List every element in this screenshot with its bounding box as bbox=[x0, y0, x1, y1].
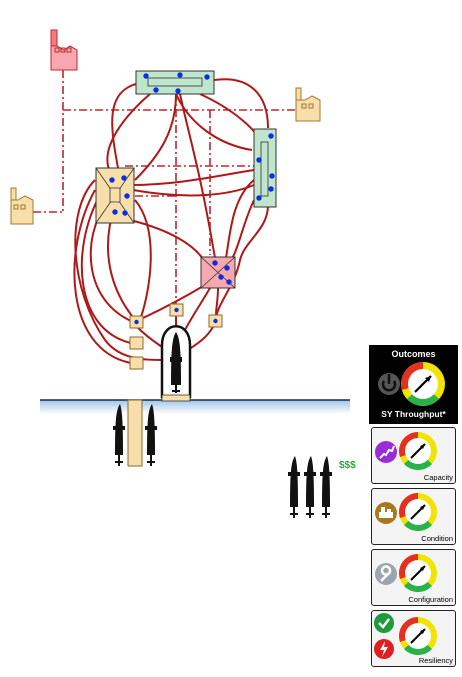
shop-tan bbox=[95, 167, 135, 224]
condition-icon bbox=[375, 502, 397, 524]
outcomes-title: Outcomes bbox=[391, 349, 436, 359]
cost-label: $$$ bbox=[339, 460, 356, 471]
submarine-pier-left bbox=[113, 404, 125, 466]
condition-card[interactable]: Condition bbox=[371, 488, 456, 545]
configuration-label: Configuration bbox=[408, 595, 453, 604]
resiliency-gauge-group bbox=[374, 613, 437, 659]
pier bbox=[127, 399, 143, 467]
outcomes-header: Outcomes SY Throughput* bbox=[369, 345, 458, 424]
shop-pink bbox=[200, 256, 236, 289]
power-icon bbox=[378, 373, 400, 395]
throughput-gauge bbox=[401, 362, 445, 406]
condition-gauge-group bbox=[375, 493, 437, 532]
submarine-queue bbox=[288, 456, 332, 518]
condition-gauge bbox=[399, 493, 437, 532]
factory-right bbox=[295, 87, 321, 122]
resiliency-card[interactable]: Resiliency bbox=[371, 610, 456, 667]
outcomes-panel: Outcomes SY Throughput* bbox=[369, 345, 458, 671]
configuration-card[interactable]: Configuration bbox=[371, 549, 456, 606]
capacity-gauge bbox=[399, 432, 437, 471]
configuration-gauge-group bbox=[375, 554, 437, 593]
checkmark-icon bbox=[374, 613, 394, 633]
dry-dock bbox=[160, 325, 192, 402]
configuration-gauge bbox=[399, 554, 437, 593]
condition-label: Condition bbox=[421, 534, 453, 543]
capacity-icon bbox=[375, 441, 397, 463]
shop-right-green bbox=[253, 128, 277, 208]
capacity-gauge-group bbox=[375, 432, 437, 471]
throughput-gauge-group bbox=[378, 362, 445, 406]
configuration-icon bbox=[375, 563, 397, 585]
resiliency-label: Resiliency bbox=[418, 656, 453, 665]
staging-boxes bbox=[129, 303, 223, 370]
submarine-pier-right bbox=[145, 404, 157, 466]
throughput-label: SY Throughput* bbox=[381, 409, 446, 419]
water-surface bbox=[40, 400, 350, 414]
shop-top-green bbox=[135, 70, 215, 95]
capacity-card[interactable]: Capacity bbox=[371, 427, 456, 484]
resiliency-gauge bbox=[399, 617, 437, 656]
capacity-label: Capacity bbox=[423, 473, 453, 482]
factory-left bbox=[10, 187, 34, 225]
lightning-icon bbox=[374, 639, 394, 659]
factory-top-left bbox=[50, 29, 78, 71]
